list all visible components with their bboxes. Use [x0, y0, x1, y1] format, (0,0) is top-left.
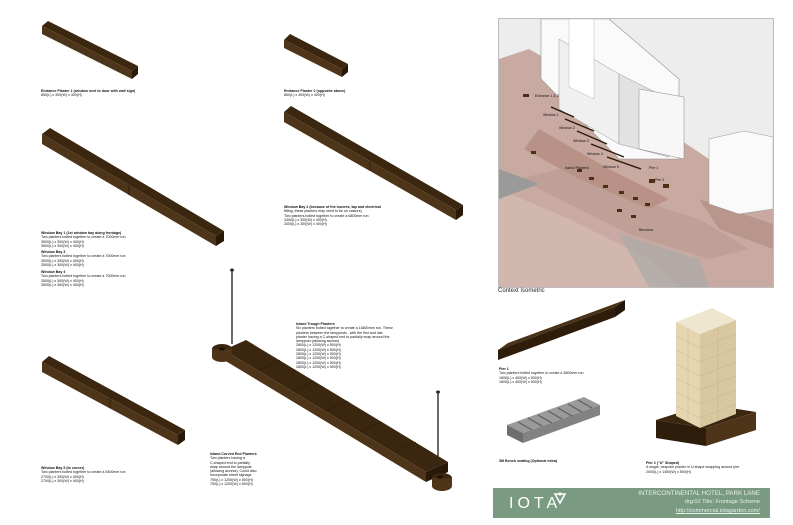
note-title: Island Curved End Planters	[210, 452, 257, 456]
note-line: 2800(L) x 1200(W) x 500(H)	[296, 343, 341, 348]
note-title: Window Bay 1 (1st window bay along front…	[41, 231, 122, 235]
note-line: Two planters bolted together to create a…	[41, 254, 126, 259]
planter-pier-1-shape	[498, 300, 625, 360]
leaf-icon	[553, 492, 567, 505]
note-line: 850(L) x 300(W) x 400(H)	[284, 93, 325, 98]
label-window-3: Window 3	[573, 139, 589, 143]
website-link[interactable]: http://commercial.iotagarden.com/	[675, 508, 760, 514]
note-line: Two planters bolted together to create a…	[41, 470, 126, 475]
note-line: 2800(L) x 1200(W) x 500(H)	[296, 352, 341, 357]
note-line: C-shaped end to partially	[210, 460, 250, 465]
title-block: IOTA INTERCONTINENTAL HOTEL, PARK LANE d…	[493, 488, 770, 518]
note-line: planters between the lampposts , with th…	[296, 330, 383, 335]
note-window-bay-1: Window Bay 1 (1st window bay along front…	[41, 231, 126, 248]
note-line: Six planters bolted together to create a…	[296, 326, 393, 331]
note-line: A single, bespoke planter in U-shape wra…	[646, 465, 740, 470]
note-line: incorporate street signage	[210, 473, 252, 478]
note-line: Two planters bolted together to create a…	[41, 274, 126, 279]
bench-seating-shape	[507, 397, 600, 443]
project-name: INTERCONTINENTAL HOTEL, PARK LANE	[638, 490, 760, 497]
note-line: wrap around the lamppost	[210, 464, 252, 469]
note-line: 3400(L) x 300(W) x 400(H)	[284, 217, 327, 222]
note-title: Island Trough Planters	[296, 322, 335, 326]
note-title: Entrance Planter 2 (opposite above)	[284, 89, 346, 93]
label-window-5: Window 5	[603, 165, 619, 169]
label-entrance: Entrance 1 & 2	[535, 94, 559, 98]
note-line: 2700(L) x 300(W) x 400(H)	[41, 474, 84, 479]
planter-island-trough-shape	[212, 268, 452, 491]
note-window-bay-3: Window Bay 3 Two planters bolted togethe…	[41, 250, 126, 267]
note-island-curved: Island Curved End Planters Two planters …	[210, 452, 257, 486]
note-line: Two planters bolted together to create a…	[284, 213, 369, 218]
note-line: 1800(L) x 400(W) x 500(H)	[499, 379, 542, 384]
note-line: 2800(L) x 1200(W) x 500(H)	[296, 364, 341, 369]
note-pier-1: Pier 1 Two planters bolted together to c…	[499, 367, 584, 384]
iota-logo: IOTA	[509, 495, 562, 512]
note-line: 3500(L) x 300(W) x 400(H)	[41, 262, 84, 267]
note-line: 1800(L) x 400(W) x 500(H)	[499, 375, 542, 380]
note-title: Window Bay 5 (to corner)	[41, 466, 85, 470]
planter-window-bay-2-shape	[284, 106, 463, 220]
note-line: 3500(L) x 300(W) x 400(H)	[41, 282, 84, 287]
planter-window-bay-1-shape	[42, 128, 224, 246]
planter-entrance-2-shape	[284, 34, 348, 77]
note-title: Pier 1	[499, 367, 509, 371]
label-pier-2: Pier 2	[655, 178, 664, 182]
note-line: 3400(L) x 300(W) x 400(H)	[284, 222, 327, 227]
note-line: (allowing access). Could also	[210, 469, 257, 474]
note-title: Window Bay 2 (because of the louvres, ta…	[284, 205, 381, 209]
note-line: 3500(L) x 300(W) x 400(H)	[41, 258, 84, 263]
note-window-bay-2: Window Bay 2 (because of the louvres, ta…	[284, 205, 381, 226]
note-line: planter having a C-shaped end to partial…	[296, 334, 390, 339]
note-title: Entrance Planter 1 (window next to door …	[41, 89, 136, 93]
note-line: 2800(L) x 1200(W) x 500(H)	[296, 356, 341, 361]
note-line: 3500(L) x 300(W) x 400(H)	[41, 278, 84, 283]
note-title: 3M Bench seating (Optional extra)	[499, 459, 558, 463]
note-line: 2700(L) x 300(W) x 400(H)	[41, 478, 84, 483]
note-title: Window Bay 3	[41, 250, 66, 254]
planter-entrance-1-shape	[42, 21, 138, 79]
note-line: 850(L) x 300(W) x 400(H)	[41, 93, 82, 98]
note-entrance-1: Entrance Planter 1 (window next to door …	[41, 89, 135, 98]
note-line: 2000(L) x 1450(W) x 500(H)	[646, 469, 691, 474]
note-line: 2800(L) x 1200(W) x 500(H)	[296, 347, 341, 352]
label-island: Island Planters	[565, 166, 589, 170]
drawing-title: drg:02 Title: Frontage Scheme	[684, 499, 760, 505]
note-line: fitting, these planters may need to be o…	[284, 209, 362, 214]
context-isometric-drawing: Entrance 1 & 2 Window 1 Window 2 Window …	[499, 19, 773, 287]
note-line: 3500(L) x 300(W) x 400(H)	[41, 243, 84, 248]
planter-window-bay-5-shape	[42, 356, 185, 445]
planter-pier-2-shape	[656, 308, 756, 446]
label-window-4: Window 4	[587, 152, 603, 156]
note-line: Two planters bolted together to create a…	[41, 235, 126, 240]
note-title: Pier 2 ("U" Shaped)	[646, 461, 680, 465]
label-window-2: Window 2	[559, 126, 575, 130]
note-entrance-2: Entrance Planter 2 (opposite above) 850(…	[284, 89, 345, 98]
note-island-trough: Island Trough Planters Six planters bolt…	[296, 322, 393, 369]
note-window-bay-4: Window Bay 4 Two planters bolted togethe…	[41, 270, 126, 287]
label-window-1: Window 1	[543, 113, 559, 117]
note-title: Window Bay 4	[41, 270, 66, 274]
note-window-bay-5: Window Bay 5 (to corner) Two planters bo…	[41, 466, 126, 483]
label-pier-1: Pier 1	[649, 166, 658, 170]
note-line: 750(L) x 1200(W) x 500(H)	[210, 477, 253, 482]
context-isometric-view: Entrance 1 & 2 Window 1 Window 2 Window …	[498, 18, 774, 288]
note-line: 2800(L) x 1200(W) x 500(H)	[296, 360, 341, 365]
note-line: lamppost (allowing access)	[296, 339, 340, 344]
context-caption: Context Isometric	[498, 288, 545, 294]
note-line: 3500(L) x 300(W) x 400(H)	[41, 239, 84, 244]
label-benches: Benches	[639, 228, 653, 232]
note-bench: 3M Bench seating (Optional extra)	[499, 459, 557, 463]
note-pier-2: Pier 2 ("U" Shaped) A single, bespoke pl…	[646, 461, 739, 474]
note-line: Two planters having a	[210, 456, 245, 461]
note-line: Two planters bolted together to create a…	[499, 371, 584, 376]
note-line: 750(L) x 1200(W) x 500(H)	[210, 482, 253, 487]
